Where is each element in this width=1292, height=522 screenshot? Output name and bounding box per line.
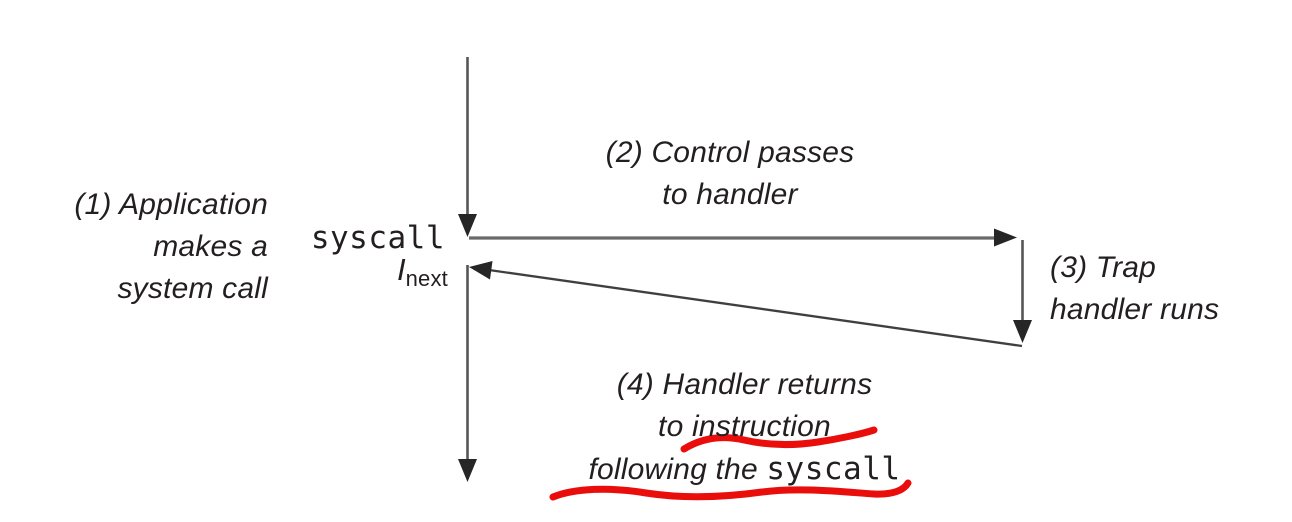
arrow-down-icon bbox=[458, 459, 477, 482]
step4-line3: following the syscall bbox=[512, 448, 977, 491]
red-underline-instruction bbox=[680, 426, 878, 453]
step2-label: (2) Control passes to handler bbox=[580, 132, 880, 216]
step4-line1: (4) Handler returns bbox=[616, 368, 873, 401]
red-underline-following-syscall bbox=[549, 479, 912, 501]
inext-base: I bbox=[396, 252, 406, 287]
step4-line2: to instruction bbox=[658, 410, 831, 443]
inext-instruction-label: Inext bbox=[330, 253, 448, 296]
arrow-left-icon bbox=[469, 261, 493, 280]
step4-line3-text: following the bbox=[588, 453, 767, 486]
step1-label: (1) Application makes a system call bbox=[25, 184, 268, 310]
step4-line3-code: syscall bbox=[766, 451, 901, 487]
handler-return-line bbox=[488, 268, 1023, 348]
inext-subscript: next bbox=[405, 266, 448, 291]
step2-line2: to handler bbox=[662, 178, 798, 211]
step4-label: (4) Handler returns to instruction follo… bbox=[512, 364, 977, 491]
arrow-down-icon bbox=[1013, 320, 1032, 343]
syscall-instruction-label: syscall bbox=[310, 220, 445, 256]
step3-line1: (3) Trap bbox=[1050, 251, 1157, 284]
arrow-right-icon bbox=[994, 228, 1017, 247]
step3-label: (3) Trap handler runs bbox=[1050, 247, 1290, 331]
arrow-down-icon bbox=[458, 214, 477, 237]
step3-line2: handler runs bbox=[1050, 293, 1220, 326]
step1-line3: system call bbox=[117, 272, 268, 305]
step1-line1: (1) Application bbox=[74, 188, 268, 221]
step1-line2: makes a bbox=[153, 230, 268, 263]
step2-line1: (2) Control passes bbox=[605, 136, 855, 169]
